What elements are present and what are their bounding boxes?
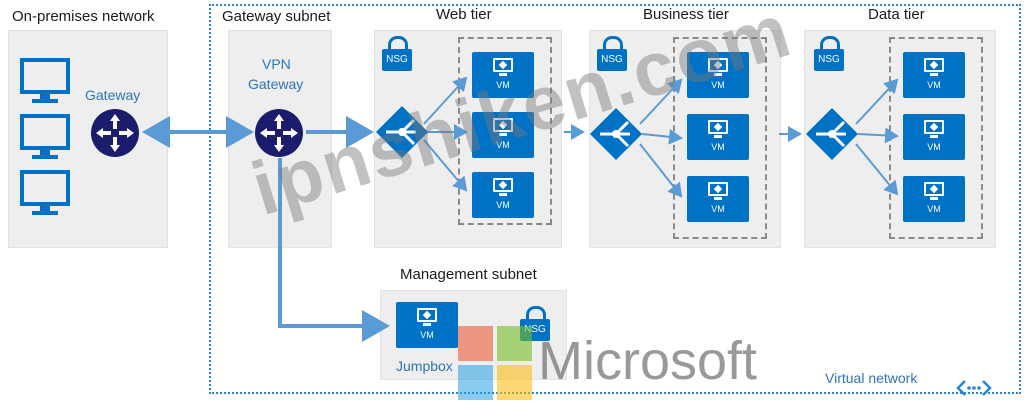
web-nsg-icon: NSG <box>382 36 412 72</box>
web-tier-label: Web tier <box>436 6 492 23</box>
jumpbox-label: Jumpbox <box>396 358 453 374</box>
microsoft-watermark-text: Microsoft <box>538 331 758 391</box>
on-premises-label: On-premises network <box>12 8 155 25</box>
computer-icon <box>20 170 70 215</box>
management-subnet-label: Management subnet <box>400 266 537 283</box>
vm-icon: VM <box>687 52 749 98</box>
web-load-balancer-icon <box>376 106 428 158</box>
gateway-router-icon <box>91 109 139 157</box>
vpn-gateway-label-line2: Gateway <box>248 76 304 92</box>
data-nsg-icon: NSG <box>814 36 844 72</box>
virtual-network-boundary <box>209 4 1021 394</box>
business-tier-label: Business tier <box>643 6 729 23</box>
business-nsg-icon: NSG <box>597 36 627 72</box>
vm-icon: VM <box>687 114 749 160</box>
vm-icon: VM <box>903 52 965 98</box>
vm-icon: VM <box>472 172 534 218</box>
virtual-network-label: Virtual network <box>825 370 918 386</box>
vm-icon: VM <box>472 112 534 158</box>
vpn-gateway-router-icon <box>255 109 303 157</box>
computer-icon <box>20 114 70 159</box>
vm-icon: VM <box>687 176 749 222</box>
gateway-label: Gateway <box>85 87 141 103</box>
business-load-balancer-icon <box>590 108 642 160</box>
jumpbox-vm-icon: VM <box>396 302 458 348</box>
data-load-balancer-icon <box>806 108 858 160</box>
gateway-subnet-label: Gateway subnet <box>222 8 331 25</box>
vm-icon: VM <box>903 176 965 222</box>
data-tier-label: Data tier <box>868 6 925 23</box>
virtual-network-icon <box>956 380 992 396</box>
microsoft-logo-watermark <box>458 326 532 400</box>
vpn-gateway-label-line1: VPN <box>262 56 291 72</box>
computer-icon <box>20 58 70 103</box>
vm-icon: VM <box>472 52 534 98</box>
vm-icon: VM <box>903 114 965 160</box>
